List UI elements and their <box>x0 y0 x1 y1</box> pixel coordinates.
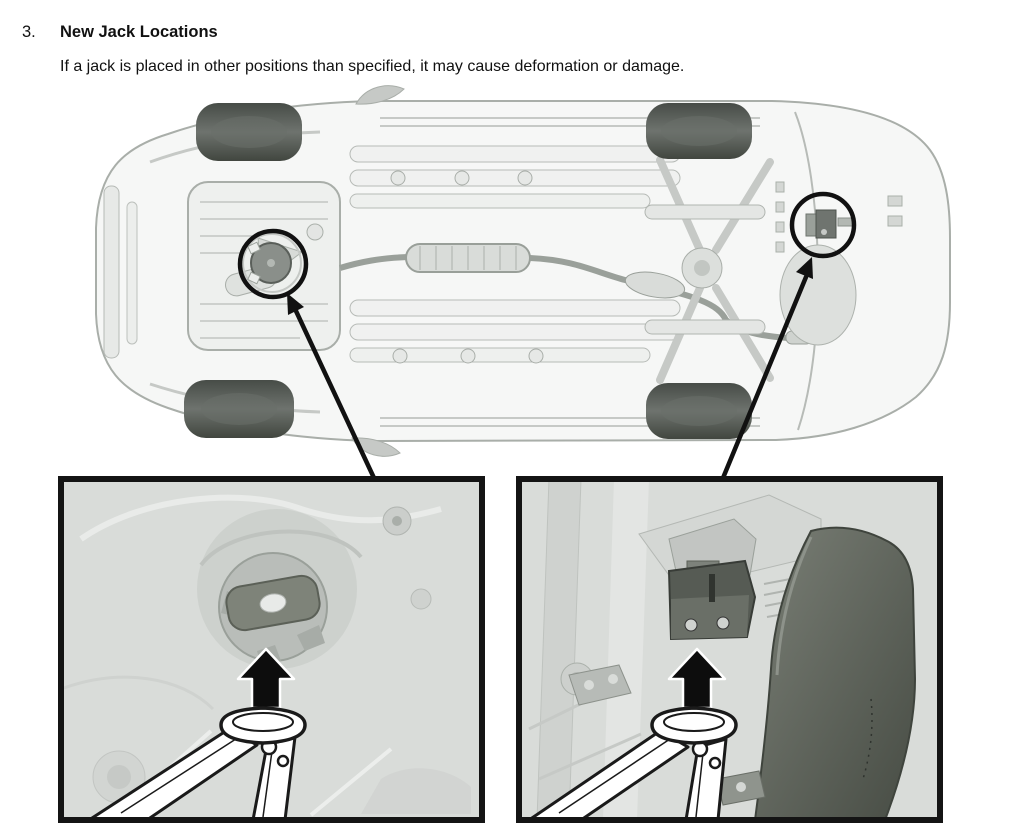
rear-jack-inset <box>516 476 943 823</box>
floor-bolts-upper <box>390 170 533 186</box>
callout-arrow-front <box>287 293 377 481</box>
door-mirror-top <box>355 85 405 105</box>
mud-guard-panel <box>754 526 917 817</box>
section-heading: 3. New Jack Locations <box>22 22 218 42</box>
rear-subframe <box>644 156 774 384</box>
rear-jack-bracket <box>805 209 855 239</box>
rear-bracket-closeup <box>667 559 812 641</box>
section-number: 3. <box>22 23 36 41</box>
front-jack-pad <box>242 233 302 293</box>
section-title: New Jack Locations <box>60 23 218 41</box>
rear-jack-location-marker <box>789 191 857 259</box>
section-body-text: If a jack is placed in other positions t… <box>60 58 685 75</box>
jack-pad-closeup <box>197 509 363 669</box>
tire-front-top <box>196 103 302 161</box>
front-jack-location-marker <box>237 228 309 300</box>
jack-head-rear <box>530 706 738 817</box>
car-underbody <box>95 85 951 457</box>
callout-arrow-rear <box>720 257 813 481</box>
tire-front-bottom <box>184 380 294 438</box>
tire-rear-bottom <box>646 383 752 439</box>
front-jack-inset <box>58 476 485 823</box>
floor-bolts-lower <box>392 348 544 364</box>
tire-rear-top <box>646 103 752 159</box>
jack-head-front <box>90 706 307 817</box>
